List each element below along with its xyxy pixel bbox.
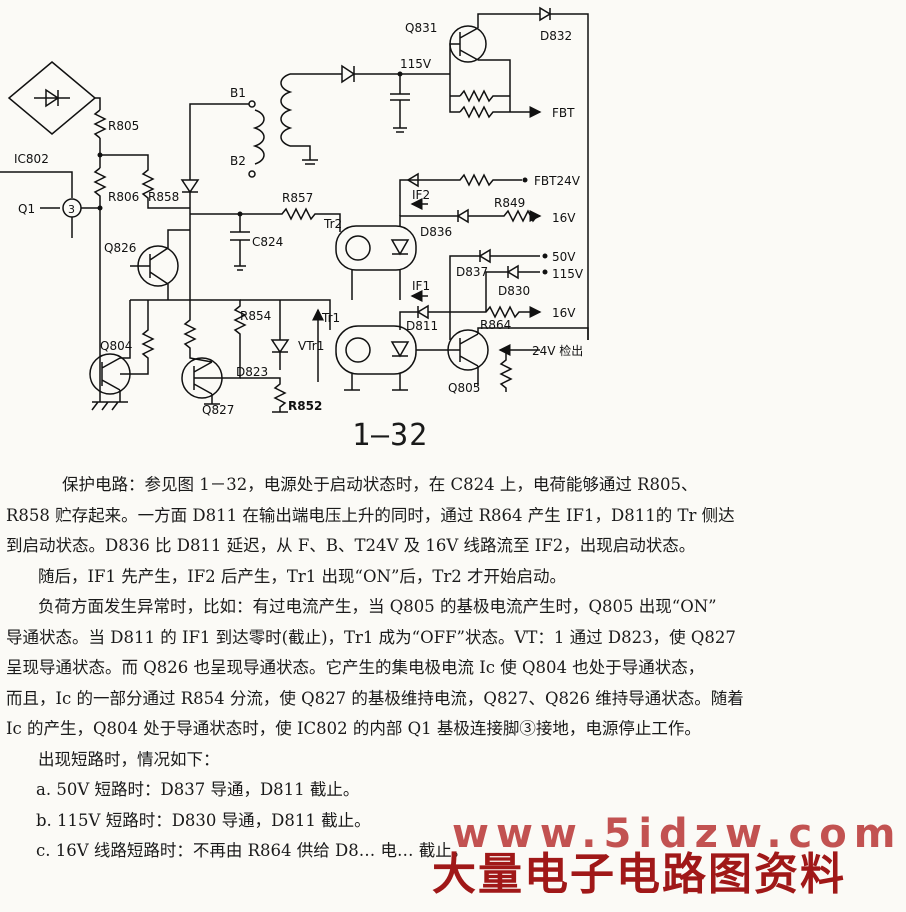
label-if1: IF1 xyxy=(412,279,430,293)
label-q805: Q805 xyxy=(448,381,480,395)
list-item-c: c. 16V 线路短路时：不再由 R864 供给 D8… 电… 截止。 xyxy=(36,841,469,860)
label-vtr1: VTr1 xyxy=(298,339,324,353)
circuit-schematic: R805 R806 R858 IC802 Q1 3 B1 B2 115V Q83… xyxy=(0,6,589,417)
label-r805: R805 xyxy=(108,119,139,133)
label-24v-detect: 24V 检出 xyxy=(532,343,583,358)
label-50v: 50V xyxy=(552,250,576,264)
winding-secondary xyxy=(280,73,293,147)
label-if2: IF2 xyxy=(412,188,430,202)
watermark-url: www.5idzw.com xyxy=(452,811,903,857)
label-q831: Q831 xyxy=(405,21,437,35)
label-ic802: IC802 xyxy=(14,152,49,166)
label-r849: R849 xyxy=(494,196,525,210)
label-fbt24v: FBT24V xyxy=(534,174,581,188)
label-r854: R854 xyxy=(240,309,271,323)
watermark: www.5idzw.com 大量电子电路图资料 xyxy=(432,811,903,900)
label-b2: B2 xyxy=(230,154,246,168)
figure-number: 1—32 xyxy=(352,418,429,453)
label-16v-a: 16V xyxy=(552,211,576,225)
watermark-name: 大量电子电路图资料 xyxy=(432,849,846,900)
label-d837: D837 xyxy=(456,265,488,279)
paragraph-4: 出现短路时，情况如下： xyxy=(38,749,220,769)
label-d811: D811 xyxy=(406,319,438,333)
label-tr1: Tr1 xyxy=(321,311,340,325)
paragraph-3-line-1: 负荷方面发生异常时，比如：有过电流产生，当 Q805 的基极电流产生时，Q805… xyxy=(38,597,717,616)
label-pin3: 3 xyxy=(68,203,75,216)
label-q1: Q1 xyxy=(18,202,35,216)
paragraph-1-line-3: 到启动状态。D836 比 D811 延迟，从 F、B、T24V 及 16V 线路… xyxy=(6,536,696,555)
optocoupler-tr2 xyxy=(335,225,417,271)
label-d832: D832 xyxy=(540,29,572,43)
label-q826: Q826 xyxy=(104,241,136,255)
label-115v-b: 115V xyxy=(552,267,584,281)
label-q804: Q804 xyxy=(100,339,132,353)
label-q827: Q827 xyxy=(202,403,234,417)
label-d836: D836 xyxy=(420,225,452,239)
label-r864: R864 xyxy=(480,318,511,332)
body-text: 保护电路：参见图 1－32，电源处于启动状态时，在 C824 上，电荷能够通过 … xyxy=(6,470,904,867)
label-115v: 115V xyxy=(400,57,432,71)
list-item-a: a. 50V 短路时：D837 导通，D811 截止。 xyxy=(36,780,360,799)
label-r806: R806 xyxy=(108,190,139,204)
paragraph-1-line-2: R858 贮存起来。一方面 D811 在输出端电压上升的同时，通过 R864 产… xyxy=(6,505,735,525)
paragraph-1-line-1: 保护电路：参见图 1－32，电源处于启动状态时，在 C824 上，电荷能够通过 … xyxy=(62,475,698,494)
paragraph-3-line-3: 呈现导通状态。而 Q826 也呈现导通状态。它产生的集电极电流 Ic 使 Q80… xyxy=(6,658,705,677)
optocoupler-tr1 xyxy=(335,325,417,375)
label-d823: D823 xyxy=(236,365,268,379)
label-b1: B1 xyxy=(230,86,246,100)
label-r857: R857 xyxy=(282,191,313,205)
list-item-b: b. 115V 短路时：D830 导通，D811 截止。 xyxy=(36,810,371,830)
label-r852: R852 xyxy=(288,399,322,413)
label-16v-b: 16V xyxy=(552,306,576,320)
label-c824: C824 xyxy=(252,235,283,249)
label-tr2: Tr2 xyxy=(323,217,342,231)
winding-b xyxy=(252,109,265,165)
paragraph-3-line-5: Ic 的产生，Q804 处于导通状态时，使 IC802 的内部 Q1 基极连接脚… xyxy=(6,719,701,738)
wire-bridge-r805 xyxy=(95,97,101,110)
paragraph-3-line-4: 而且，Ic 的一部分通过 R854 分流，使 Q827 的基极维持电流，Q827… xyxy=(6,688,744,708)
label-r858: R858 xyxy=(148,190,179,204)
label-fbt: FBT xyxy=(552,106,575,120)
paragraph-2: 随后，IF1 先产生，IF2 后产生，Tr1 出现“ON”后，Tr2 才开始启动… xyxy=(38,566,567,586)
bridge-rectifier xyxy=(7,61,97,135)
resistor-r805 xyxy=(93,109,107,139)
label-d830: D830 xyxy=(498,284,530,298)
paragraph-3-line-2: 导通状态。当 D811 的 IF1 到达零时(截止)，Tr1 成为“OFF”状态… xyxy=(6,627,736,647)
resistor-r806 xyxy=(93,167,107,392)
